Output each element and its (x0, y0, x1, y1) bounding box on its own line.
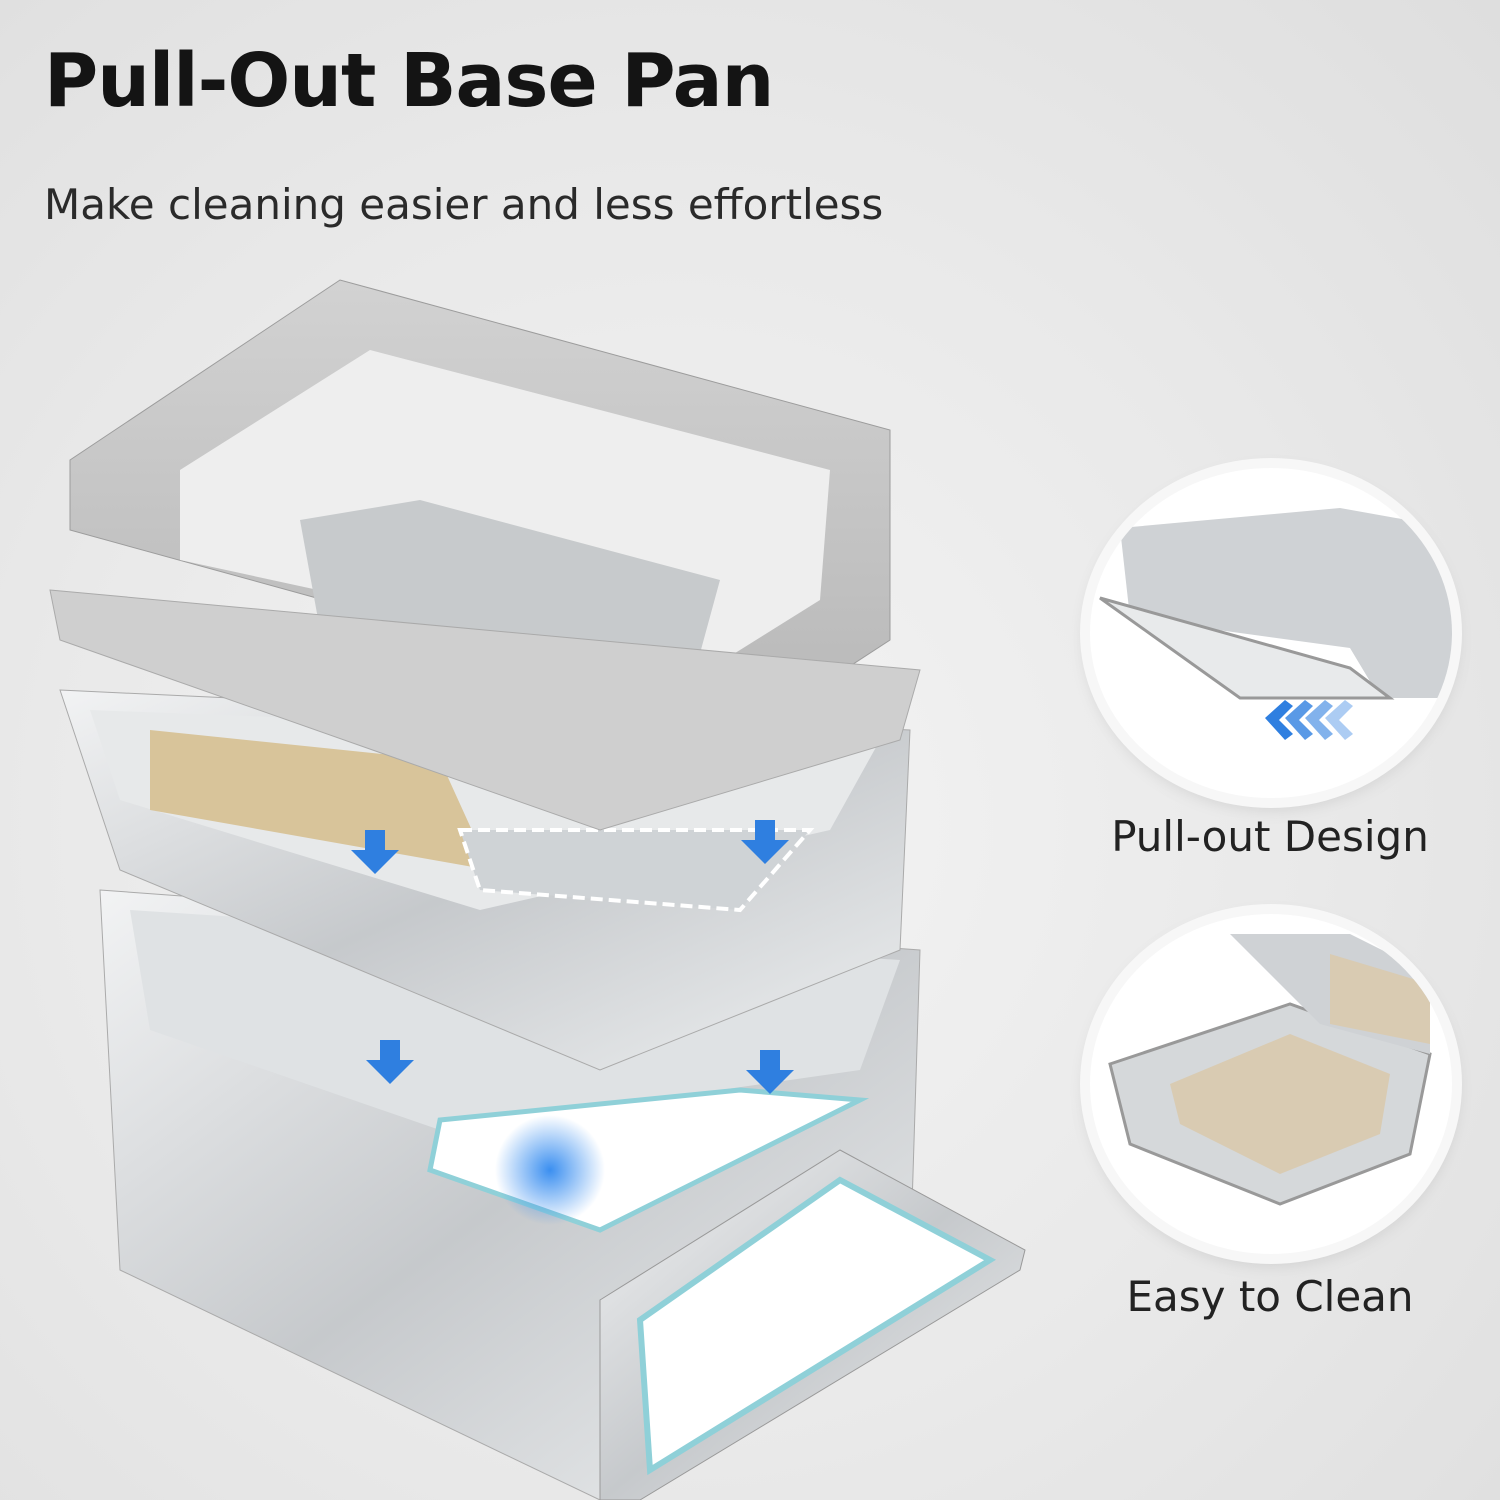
feature-circle-pull-out (1090, 468, 1452, 798)
pull-out-detail-image (1099, 508, 1452, 740)
down-arrow-icon (366, 1040, 414, 1084)
down-arrow-icon (741, 820, 789, 864)
litter-tray-icon (1108, 934, 1432, 1206)
down-arrows (351, 820, 794, 1094)
page-subtitle: Make cleaning easier and less effortless (44, 180, 884, 229)
chevron-arrows-icon (1265, 700, 1353, 740)
drain-glow (495, 1115, 605, 1225)
litter-pellets (150, 730, 490, 870)
down-arrow-icon (746, 1050, 794, 1094)
page-title: Pull-Out Base Pan (44, 38, 774, 124)
down-arrow-icon (351, 830, 399, 874)
feature-circle-easy-clean (1090, 914, 1452, 1254)
litter-box-illustration (49, 279, 1026, 1500)
feature-label: Easy to Clean (1126, 1272, 1414, 1321)
grey-frame (49, 279, 921, 831)
feature-label: Pull-out Design (1111, 812, 1429, 861)
